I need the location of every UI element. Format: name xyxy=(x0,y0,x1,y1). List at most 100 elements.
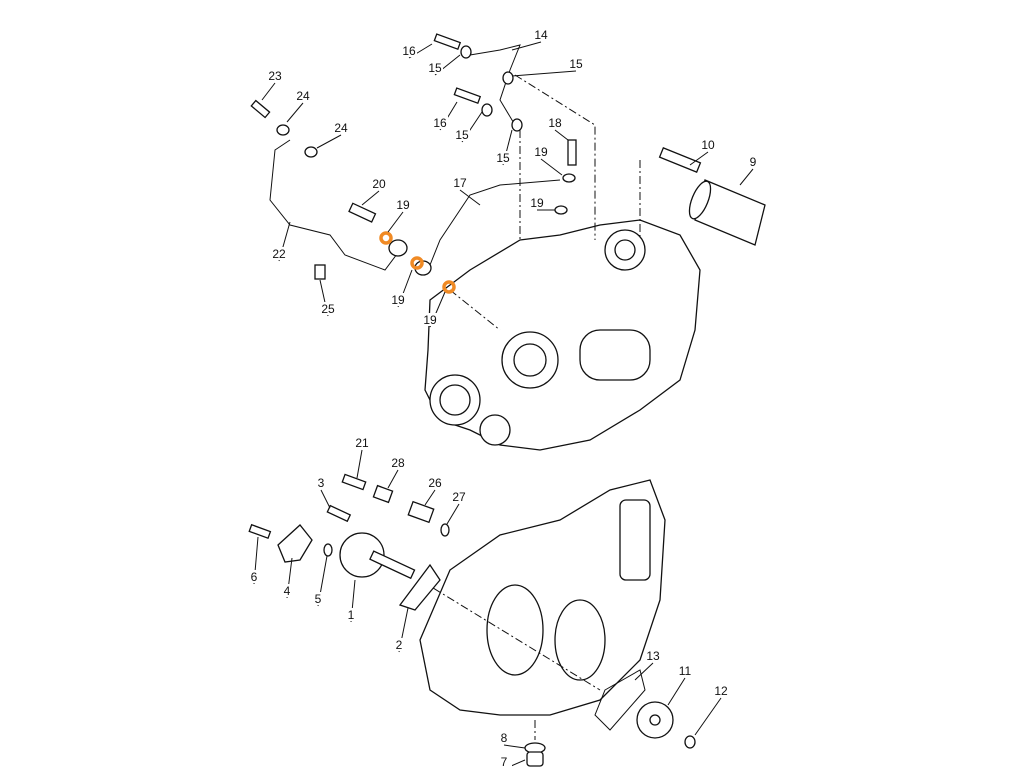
callout-19: 19 xyxy=(423,313,437,327)
leader-line xyxy=(387,469,399,489)
callout-7: 7 xyxy=(501,755,508,768)
label-bg xyxy=(267,69,283,82)
label-bg xyxy=(279,584,295,597)
label-bg xyxy=(310,592,326,605)
label-bg xyxy=(645,649,661,662)
label-bg xyxy=(395,198,411,211)
callout-25: 25 xyxy=(321,302,335,316)
label-bg xyxy=(333,121,349,134)
callout-5: 5 xyxy=(315,592,322,606)
leader-line xyxy=(689,151,709,166)
leader-line xyxy=(540,158,563,176)
callout-27: 27 xyxy=(452,490,466,504)
callout-6: 6 xyxy=(251,570,258,584)
callout-16: 16 xyxy=(402,44,416,58)
leader-line xyxy=(634,662,654,681)
leader-line xyxy=(446,503,460,525)
callout-15: 15 xyxy=(455,128,469,142)
callout-14: 14 xyxy=(534,28,548,42)
callout-15: 15 xyxy=(496,151,510,165)
leader-line xyxy=(667,677,686,706)
label-bg xyxy=(390,456,406,469)
label-bg xyxy=(432,116,448,129)
label-bg xyxy=(533,145,549,158)
label-bg xyxy=(313,476,329,489)
callout-22: 22 xyxy=(272,247,286,261)
label-bg xyxy=(320,302,336,315)
leader-line xyxy=(694,697,722,736)
leader-line xyxy=(739,168,754,186)
callout-4: 4 xyxy=(284,584,291,598)
callout-15: 15 xyxy=(428,61,442,75)
callout-1: 1 xyxy=(348,608,355,622)
callout-28: 28 xyxy=(391,456,405,470)
leader-line xyxy=(320,489,331,509)
callout-9: 9 xyxy=(750,155,757,169)
callout-19: 19 xyxy=(534,145,548,159)
label-bg xyxy=(533,28,549,41)
oil-pipes xyxy=(269,44,641,740)
leader-line xyxy=(286,102,304,123)
leader-line xyxy=(387,211,404,233)
label-bg xyxy=(745,155,761,168)
washer-19-highlight xyxy=(379,231,393,245)
callout-19: 19 xyxy=(391,293,405,307)
lower-crankcase xyxy=(419,479,666,716)
label-bg xyxy=(390,293,406,306)
label-bg xyxy=(568,57,584,70)
label-bg xyxy=(547,116,563,129)
label-bg xyxy=(371,177,387,190)
label-bg xyxy=(452,176,468,189)
leader-line xyxy=(316,134,342,149)
highlighted-washers xyxy=(379,231,456,294)
leader-line xyxy=(503,744,526,749)
label-bg xyxy=(246,570,262,583)
washer-19-highlight xyxy=(410,256,424,270)
upper-crankcase xyxy=(424,219,701,451)
small-parts xyxy=(248,33,696,767)
leader-line xyxy=(424,489,436,506)
callout-12: 12 xyxy=(714,684,728,698)
label-bg xyxy=(529,196,545,209)
leader-line xyxy=(361,190,380,206)
callout-15: 15 xyxy=(569,57,583,71)
label-bg xyxy=(391,638,407,651)
label-bg xyxy=(271,247,287,260)
callout-21: 21 xyxy=(355,436,369,450)
oil-filter xyxy=(658,147,766,246)
callout-20: 20 xyxy=(372,177,386,191)
callout-24: 24 xyxy=(296,89,310,103)
callout-23: 23 xyxy=(268,69,282,83)
label-bg xyxy=(401,44,417,57)
leader-line xyxy=(356,449,363,479)
label-bg xyxy=(700,138,716,151)
label-bg xyxy=(354,436,370,449)
callout-2: 2 xyxy=(396,638,403,652)
label-bg xyxy=(454,128,470,141)
label-bg xyxy=(427,61,443,74)
label-bg xyxy=(422,313,438,326)
leader-line xyxy=(261,82,276,101)
callout-17: 17 xyxy=(453,176,467,190)
leader-line xyxy=(459,189,481,206)
leader-line xyxy=(511,70,577,77)
callout-24: 24 xyxy=(334,121,348,135)
label-bg xyxy=(677,664,693,677)
callout-8: 8 xyxy=(501,731,508,745)
label-bg xyxy=(495,151,511,164)
label-bg xyxy=(496,731,512,744)
label-bg xyxy=(451,490,467,503)
callout-10: 10 xyxy=(701,138,715,152)
label-bg xyxy=(496,755,512,768)
callout-19: 19 xyxy=(396,198,410,212)
callout-18: 18 xyxy=(548,116,562,130)
leader-line xyxy=(511,41,542,51)
callout-19: 19 xyxy=(530,196,544,210)
leader-line xyxy=(554,129,569,141)
label-bg xyxy=(343,608,359,621)
callout-3: 3 xyxy=(318,476,325,490)
washer-19-highlight xyxy=(442,280,456,294)
